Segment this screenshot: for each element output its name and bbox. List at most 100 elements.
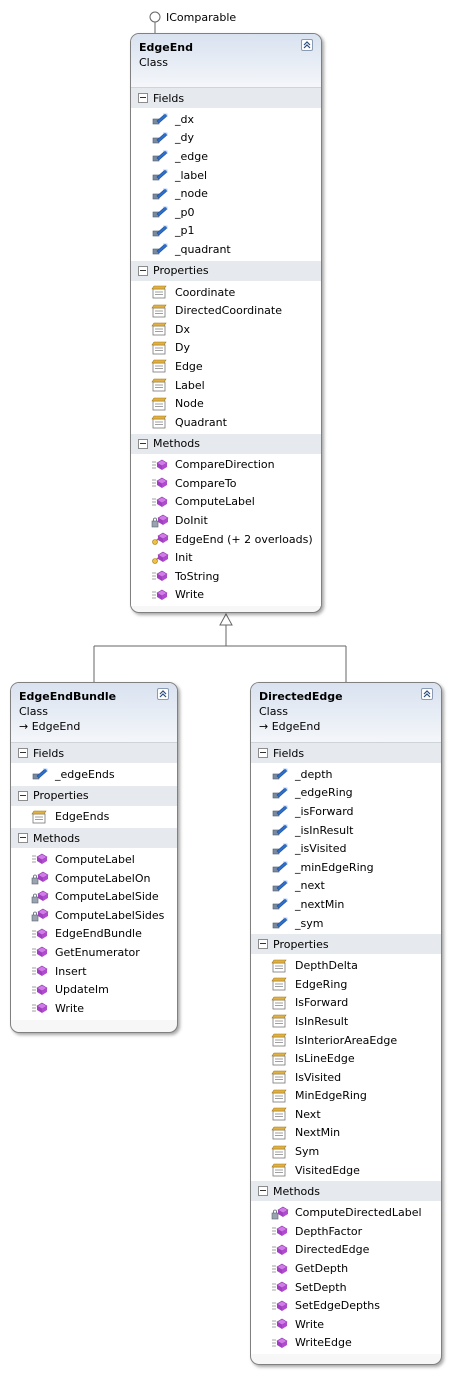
class-box-edgeend[interactable]: EdgeEnd Class Fields_dx_dy_edge_label_no… bbox=[130, 33, 322, 613]
collapse-minus-icon[interactable] bbox=[258, 939, 268, 950]
member-row[interactable]: _isInResult bbox=[251, 821, 441, 840]
member-row[interactable]: _quadrant bbox=[131, 240, 321, 259]
member-row[interactable]: IsVisited bbox=[251, 1068, 441, 1087]
member-row[interactable]: ComputeDirectedLabel bbox=[251, 1203, 441, 1222]
property-icon bbox=[271, 1052, 289, 1066]
collapse-minus-icon[interactable] bbox=[138, 93, 148, 103]
member-row[interactable]: _sym bbox=[251, 914, 441, 933]
member-row[interactable]: _depth bbox=[251, 765, 441, 784]
member-row[interactable]: Edge bbox=[131, 357, 321, 376]
member-row[interactable]: IsLineEdge bbox=[251, 1049, 441, 1068]
section-header-methods[interactable]: Methods bbox=[251, 1181, 441, 1202]
collapse-minus-icon[interactable] bbox=[18, 790, 28, 801]
class-box-edgeendbundle[interactable]: EdgeEndBundle Class → EdgeEnd Fields_edg… bbox=[10, 682, 178, 1033]
member-row[interactable]: CompareTo bbox=[131, 474, 321, 493]
member-row[interactable]: Node bbox=[131, 394, 321, 413]
member-row[interactable]: Next bbox=[251, 1105, 441, 1124]
protected-method-icon bbox=[31, 890, 49, 904]
member-row[interactable]: IsForward bbox=[251, 994, 441, 1013]
member-row[interactable]: SetEdgeDepths bbox=[251, 1296, 441, 1315]
member-row[interactable]: Write bbox=[251, 1315, 441, 1334]
member-row[interactable]: _p0 bbox=[131, 203, 321, 222]
section-header-properties[interactable]: Properties bbox=[11, 785, 177, 806]
member-row[interactable]: EdgeEnd (+ 2 overloads) bbox=[131, 530, 321, 549]
member-row[interactable]: ComputeLabel bbox=[131, 493, 321, 512]
collapse-chevron-icon[interactable] bbox=[157, 688, 169, 700]
collapse-chevron-icon[interactable] bbox=[301, 39, 313, 51]
field-icon bbox=[151, 205, 169, 219]
member-row[interactable]: DirectedEdge bbox=[251, 1241, 441, 1260]
collapse-minus-icon[interactable] bbox=[138, 438, 148, 449]
class-box-directededge[interactable]: DirectedEdge Class → EdgeEnd Fields_dept… bbox=[250, 682, 442, 1365]
member-row[interactable]: _dx bbox=[131, 110, 321, 129]
member-row[interactable]: ComputeLabelSides bbox=[11, 906, 177, 925]
member-row[interactable]: ToString bbox=[131, 567, 321, 586]
class-sections: Fields _dx_dy_edge_label_node_p0_p1_quadr… bbox=[131, 88, 321, 607]
member-row[interactable]: NextMin bbox=[251, 1124, 441, 1143]
section-header-properties[interactable]: Properties bbox=[251, 934, 441, 955]
member-row[interactable]: DepthDelta bbox=[251, 956, 441, 975]
section-header-properties[interactable]: Properties bbox=[131, 260, 321, 281]
method-icon bbox=[271, 1299, 289, 1313]
section-header-methods[interactable]: Methods bbox=[11, 828, 177, 849]
member-row[interactable]: SetDepth bbox=[251, 1278, 441, 1297]
member-row[interactable]: _dy bbox=[131, 129, 321, 148]
member-row[interactable]: _node bbox=[131, 184, 321, 203]
member-row[interactable]: _minEdgeRing bbox=[251, 858, 441, 877]
member-row[interactable]: _next bbox=[251, 877, 441, 896]
member-row[interactable]: Sym bbox=[251, 1142, 441, 1161]
member-row[interactable]: Insert bbox=[11, 962, 177, 981]
collapse-minus-icon[interactable] bbox=[18, 748, 28, 758]
member-row[interactable]: GetDepth bbox=[251, 1259, 441, 1278]
member-row[interactable]: _isVisited bbox=[251, 839, 441, 858]
section-header-fields[interactable]: Fields bbox=[131, 88, 321, 108]
member-row[interactable]: _edge bbox=[131, 147, 321, 166]
member-row[interactable]: UpdateIm bbox=[11, 980, 177, 999]
member-row[interactable]: DoInit bbox=[131, 511, 321, 530]
field-icon bbox=[151, 242, 169, 256]
method-icon bbox=[271, 1280, 289, 1294]
collapse-chevron-icon[interactable] bbox=[421, 688, 433, 700]
collapse-minus-icon[interactable] bbox=[258, 1186, 268, 1197]
member-row[interactable]: DirectedCoordinate bbox=[131, 301, 321, 320]
collapse-minus-icon[interactable] bbox=[258, 748, 268, 758]
member-row[interactable]: EdgeEndBundle bbox=[11, 925, 177, 944]
member-row[interactable]: EdgeRing bbox=[251, 975, 441, 994]
member-row[interactable]: IsInteriorAreaEdge bbox=[251, 1031, 441, 1050]
collapse-minus-icon[interactable] bbox=[138, 265, 148, 276]
member-name: _sym bbox=[295, 916, 324, 930]
member-row[interactable]: ComputeLabelSide bbox=[11, 887, 177, 906]
member-row[interactable]: _edgeEnds bbox=[11, 765, 177, 784]
class-name: DirectedEdge bbox=[259, 690, 343, 703]
member-row[interactable]: Write bbox=[11, 999, 177, 1018]
member-row[interactable]: IsInResult bbox=[251, 1012, 441, 1031]
member-row[interactable]: _isForward bbox=[251, 802, 441, 821]
member-row[interactable]: Dx bbox=[131, 320, 321, 339]
member-row[interactable]: MinEdgeRing bbox=[251, 1087, 441, 1106]
member-row[interactable]: EdgeEnds bbox=[11, 808, 177, 827]
member-row[interactable]: WriteEdge bbox=[251, 1334, 441, 1353]
member-row[interactable]: CompareDirection bbox=[131, 456, 321, 475]
member-row[interactable]: Coordinate bbox=[131, 283, 321, 302]
member-row[interactable]: _label bbox=[131, 166, 321, 185]
member-row[interactable]: ComputeLabel bbox=[11, 850, 177, 869]
member-row[interactable]: Write bbox=[131, 586, 321, 605]
section-header-fields[interactable]: Fields bbox=[251, 743, 441, 763]
member-row[interactable]: Quadrant bbox=[131, 413, 321, 432]
member-row[interactable]: ComputeLabelOn bbox=[11, 869, 177, 888]
member-row[interactable]: VisitedEdge bbox=[251, 1161, 441, 1180]
method-icon bbox=[151, 569, 169, 583]
member-row[interactable]: Label bbox=[131, 376, 321, 395]
section-header-methods[interactable]: Methods bbox=[131, 433, 321, 454]
section-header-fields[interactable]: Fields bbox=[11, 743, 177, 763]
member-row[interactable]: _nextMin bbox=[251, 895, 441, 914]
member-row[interactable]: _p1 bbox=[131, 222, 321, 241]
member-row[interactable]: Dy bbox=[131, 339, 321, 358]
member-row[interactable]: DepthFactor bbox=[251, 1222, 441, 1241]
member-row[interactable]: GetEnumerator bbox=[11, 943, 177, 962]
member-row[interactable]: Init bbox=[131, 548, 321, 567]
member-row[interactable]: _edgeRing bbox=[251, 784, 441, 803]
collapse-minus-icon[interactable] bbox=[18, 833, 28, 844]
